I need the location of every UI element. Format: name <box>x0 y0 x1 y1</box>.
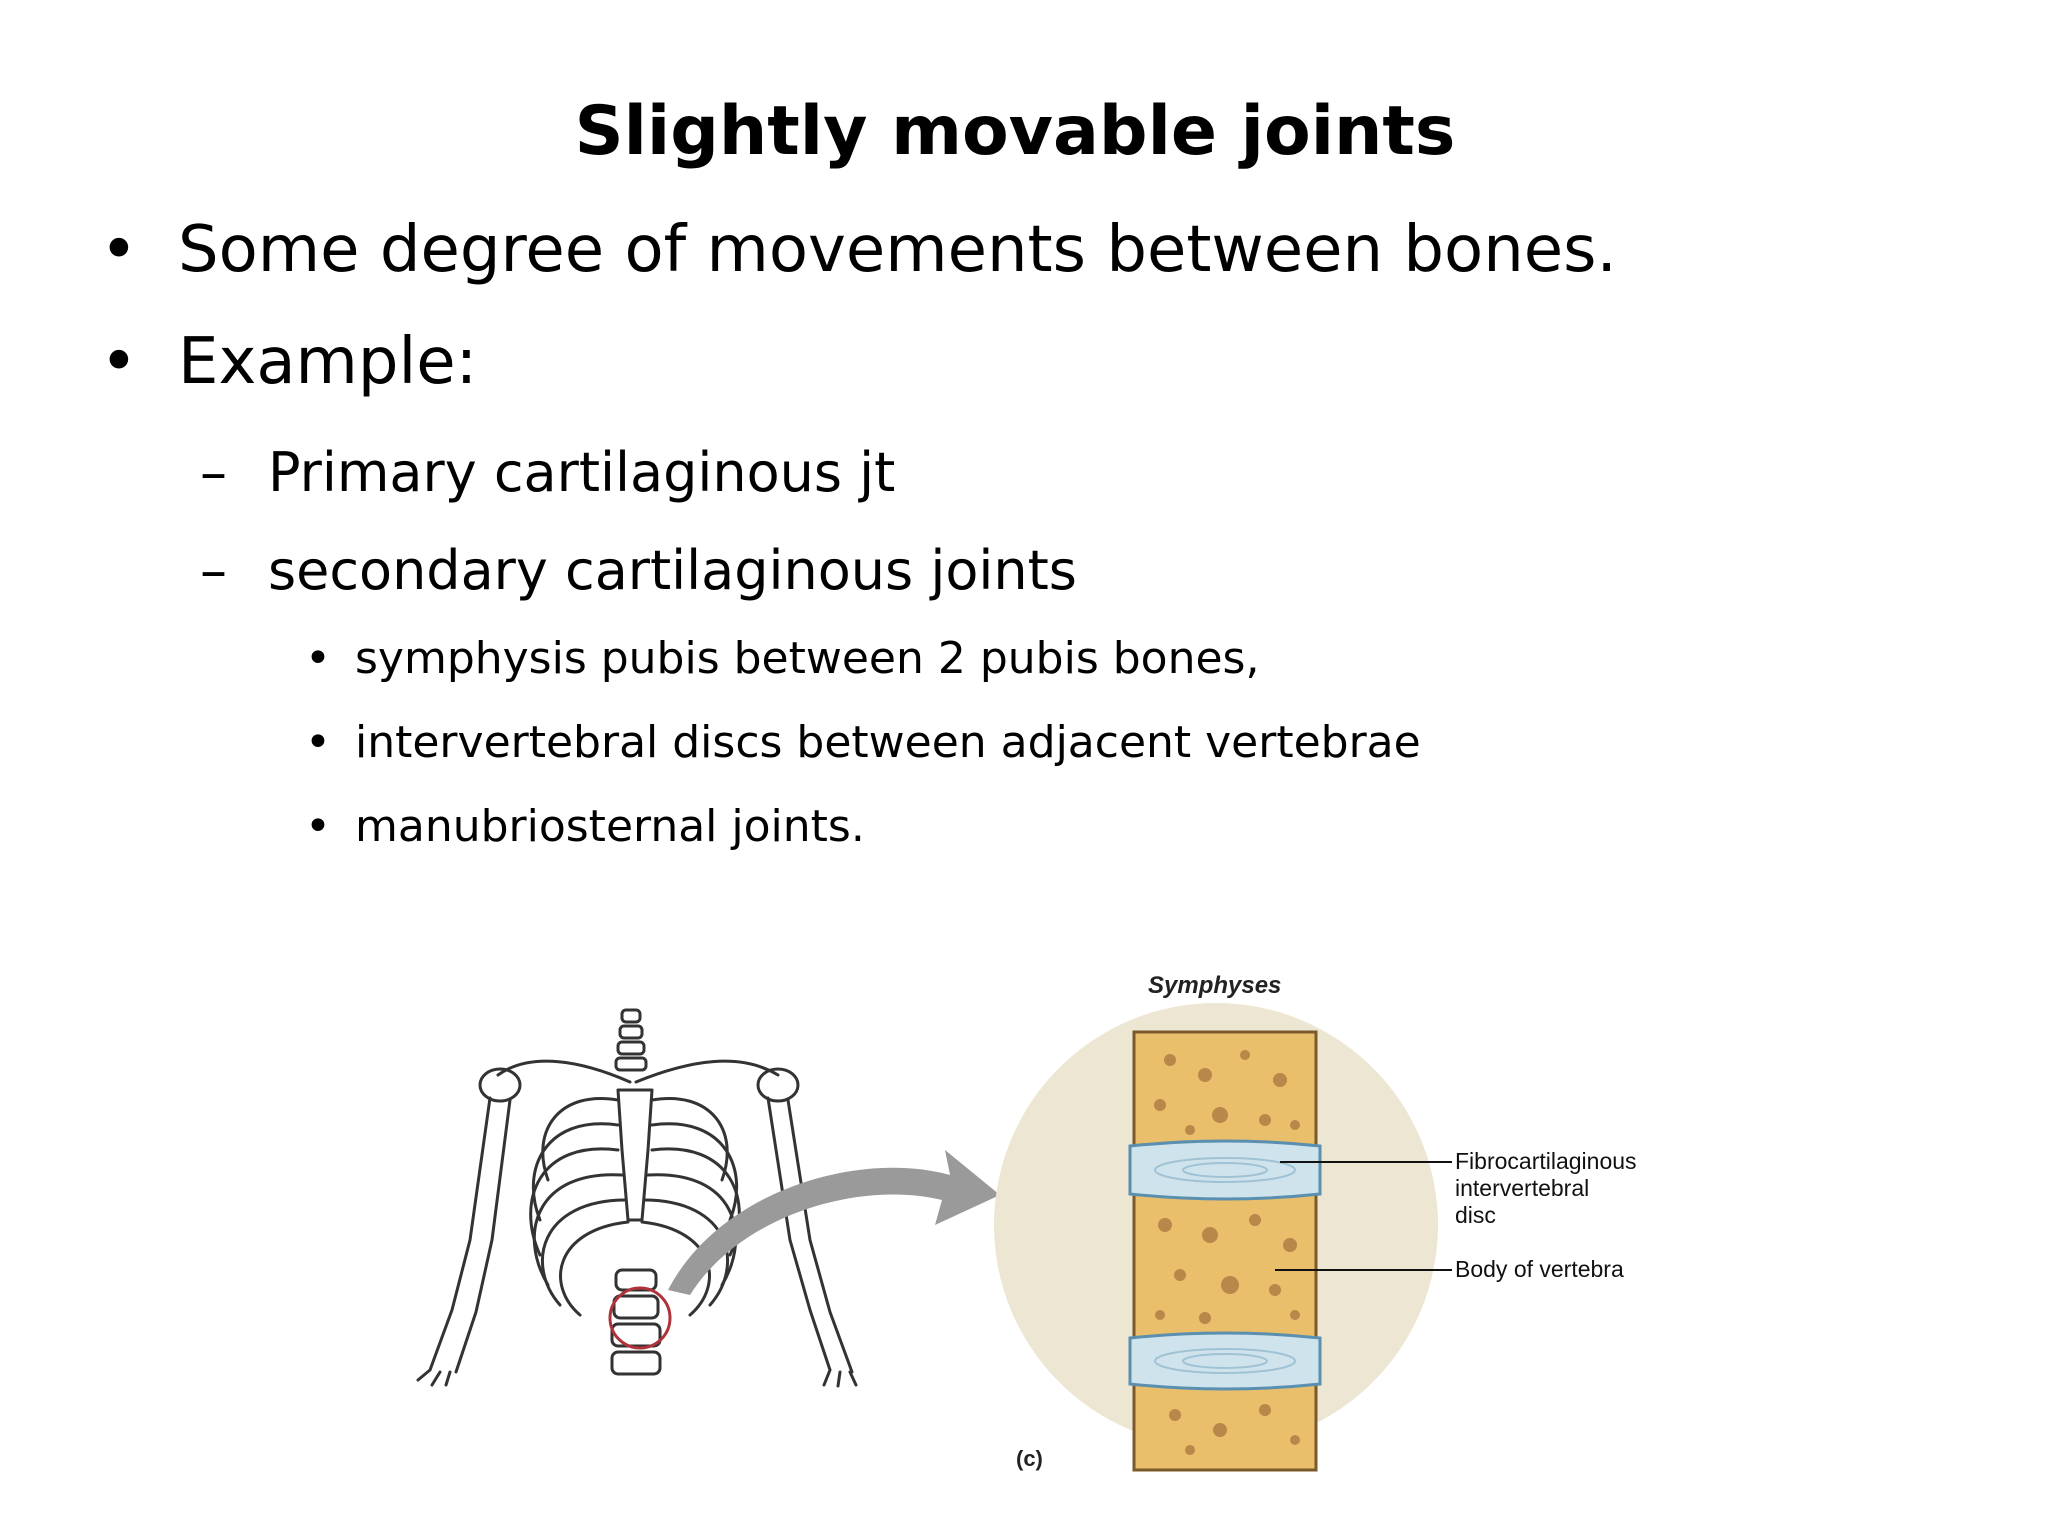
intervertebral-discs <box>1128 1139 1322 1391</box>
label-disc-line1: Fibrocartilaginous <box>1455 1148 1637 1174</box>
bullet-mark: • <box>100 213 138 287</box>
figure-title: Symphyses <box>1148 972 1282 999</box>
sub-bullet-text: secondary cartilaginous joints <box>268 539 1077 602</box>
slide-title: Slightly movable joints <box>574 92 1456 171</box>
bullet-text: Example: <box>178 325 478 399</box>
bullet-mark: • <box>100 325 138 399</box>
label-disc-line3: disc <box>1455 1202 1496 1228</box>
bullet-mark: • <box>305 717 331 768</box>
sub-sub-bullet-text: intervertebral discs between adjacent ve… <box>355 717 1421 768</box>
label-disc-line2: intervertebral <box>1455 1175 1590 1201</box>
bullet-mark: • <box>305 801 331 852</box>
skeleton-illustration <box>416 1008 858 1388</box>
label-vertebra-body: Body of vertebra <box>1455 1256 1624 1282</box>
bullet-text: Some degree of movements between bones. <box>178 213 1617 287</box>
bullet-mark: • <box>305 633 331 684</box>
sub-sub-bullet-text: manubriosternal joints. <box>355 801 865 852</box>
vertebra-bodies <box>1132 1030 1318 1472</box>
highlight-circle <box>608 1286 672 1350</box>
arrow-shape <box>668 1150 1000 1295</box>
magnified-view <box>994 1003 1438 1447</box>
sub-bullet-text: Primary cartilaginous jt <box>268 441 896 504</box>
panel-letter: (c) <box>1016 1446 1043 1471</box>
sub-sub-bullet-text: symphysis pubis between 2 pubis bones, <box>355 633 1260 684</box>
dash-mark: – <box>200 539 227 602</box>
dash-mark: – <box>200 441 227 504</box>
